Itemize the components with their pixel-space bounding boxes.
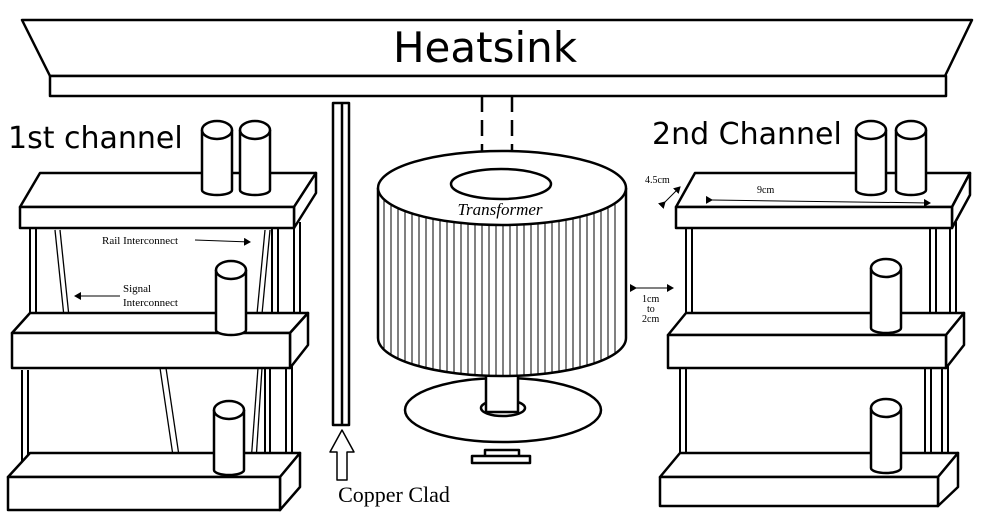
channel-2-shelf-middle bbox=[666, 311, 966, 370]
rail-interconnect-arrow bbox=[194, 237, 251, 246]
gap-dimension-label-line-2: to bbox=[647, 304, 655, 315]
channel-1-title: 1st channel bbox=[8, 121, 183, 156]
channel-2-title: 2nd Channel bbox=[652, 117, 842, 152]
width-dimension-label: 9cm bbox=[757, 185, 774, 196]
channel-1-shelf-bottom bbox=[6, 451, 302, 512]
transformer-winding bbox=[383, 199, 616, 376]
channel-1-stack: 1st channel bbox=[6, 119, 318, 512]
copper-clad: Copper Clad bbox=[329, 101, 450, 507]
channel-2-capacitors bbox=[854, 119, 928, 475]
channel-1-capacitors bbox=[200, 119, 272, 477]
gap-dimension-label-line-3: 2cm bbox=[642, 314, 659, 325]
signal-interconnect-label-line-2: Interconnect bbox=[123, 297, 178, 309]
copper-clad-arrow bbox=[329, 429, 355, 481]
signal-interconnect-label-line-1: Signal bbox=[123, 283, 151, 295]
depth-dimension-arrow bbox=[657, 186, 681, 210]
depth-dimension-label: 4.5cm bbox=[645, 175, 670, 186]
heatsink-label: Heatsink bbox=[393, 23, 578, 72]
gap-dimension-label-line-1: 1cm bbox=[642, 294, 659, 305]
rail-interconnect-label: Rail Interconnect bbox=[102, 235, 178, 247]
channel-2-stack: 2nd Channel bbox=[630, 117, 972, 508]
channel-1-shelf-middle bbox=[10, 311, 310, 370]
width-dimension-arrow bbox=[705, 195, 931, 207]
channel-2-shelf-bottom bbox=[658, 451, 960, 508]
transformer-label: Transformer bbox=[457, 200, 542, 219]
transformer: Transformer bbox=[376, 149, 628, 465]
channel-1-shelf-top bbox=[18, 171, 318, 230]
copper-clad-label: Copper Clad bbox=[338, 482, 450, 507]
heatsink: Heatsink bbox=[20, 18, 974, 98]
